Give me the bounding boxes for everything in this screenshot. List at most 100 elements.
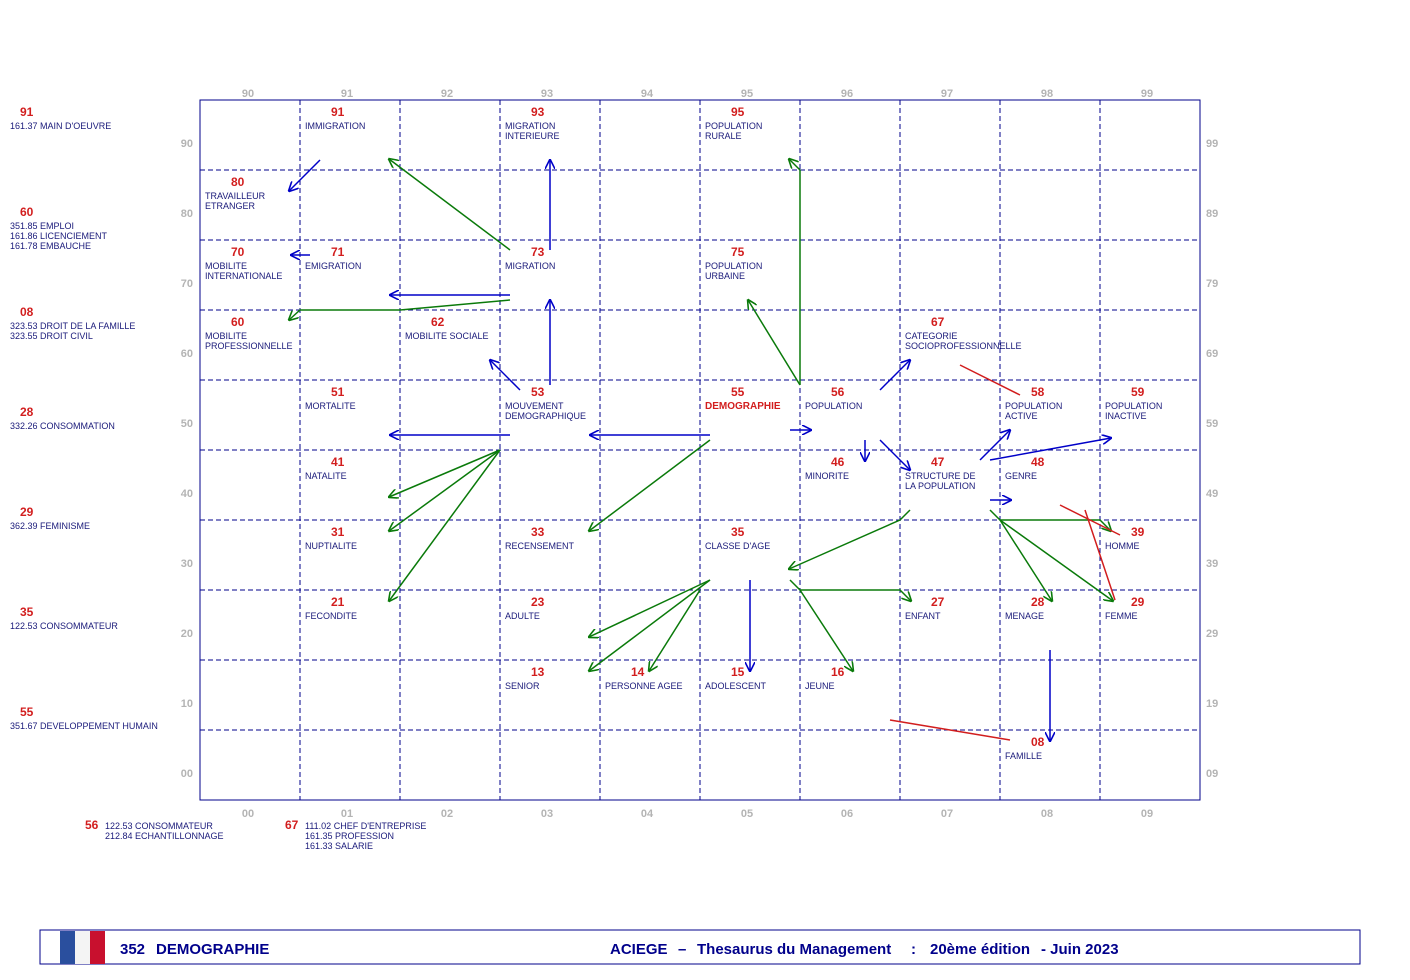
term-label: ETRANGER (205, 201, 256, 211)
red-lines (889, 364, 1121, 741)
term-number: 39 (1131, 525, 1145, 539)
footer-code: 352 (120, 941, 145, 958)
term-label: FAMILLE (1005, 751, 1042, 761)
arrow-structure-to-classe (789, 509, 911, 569)
term-number: 46 (831, 455, 845, 469)
scale-bottom-label: 00 (242, 808, 254, 820)
term-label: TRAVAILLEUR (205, 191, 266, 201)
term-label: CLASSE D'AGE (705, 541, 770, 551)
scale-right-label: 09 (1206, 768, 1218, 780)
scale-bottom-label: 01 (341, 808, 353, 820)
term-number: 28 (1031, 595, 1045, 609)
top-scale: 90 91 92 93 94 95 96 97 98 99 (242, 88, 1153, 100)
arrow-mouvement-to-diag (490, 360, 521, 391)
scale-left-label: 40 (181, 488, 193, 500)
term-label: MENAGE (1005, 611, 1044, 621)
term-label: EMIGRATION (305, 261, 361, 271)
footer-work: Thesaurus du Management (697, 941, 891, 958)
term-number: 51 (331, 385, 345, 399)
footer-dash: – (678, 941, 686, 958)
side-ref-line: 323.53 DROIT DE LA FAMILLE (10, 321, 135, 331)
term-label: SOCIOPROFESSIONNELLE (905, 341, 1022, 351)
scale-top-label: 90 (242, 88, 254, 100)
term-label: PROFESSIONNELLE (205, 341, 293, 351)
term-number: 31 (331, 525, 345, 539)
related-line-famille (889, 719, 1011, 741)
term-number: 95 (731, 105, 745, 119)
bottom-ref-67: 67 111.02 CHEF D'ENTREPRISE 161.35 PROFE… (285, 818, 426, 851)
term-label: INTERNATIONALE (205, 271, 282, 281)
bottom-ref-line: 122.53 CONSOMMATEUR (105, 821, 213, 831)
main-term-label: DEMOGRAPHIE (705, 401, 781, 412)
arrow-structure-to-femme (999, 519, 1113, 601)
bottom-ref-number: 67 (285, 818, 299, 832)
arrow-classe-to-enfant (789, 579, 911, 601)
term-label: DEMOGRAPHIQUE (505, 411, 586, 421)
scale-bottom-label: 03 (541, 808, 553, 820)
side-ref-line: 332.26 CONSOMMATION (10, 421, 115, 431)
term-number: 60 (231, 315, 245, 329)
arrow-mouvement-to-natalite (389, 449, 501, 497)
scale-right-label: 49 (1206, 488, 1218, 500)
arrow-population-to-rurale (789, 159, 801, 385)
scale-bottom-label: 09 (1141, 808, 1153, 820)
side-ref-number: 35 (20, 605, 34, 619)
term-number: 53 (531, 385, 545, 399)
arrow-population-to-urbaine (748, 300, 801, 386)
side-ref-number: 29 (20, 505, 34, 519)
term-number: 33 (531, 525, 545, 539)
scale-top-label: 95 (741, 88, 753, 100)
term-number: 08 (1031, 735, 1045, 749)
term-label: MIGRATION (505, 261, 555, 271)
arrow-structure-to-inactive (989, 438, 1111, 461)
bottom-references: 56 122.53 CONSOMMATEUR 212.84 ECHANTILLO… (85, 818, 426, 851)
related-line-categorie-active (959, 364, 1021, 396)
term-label: POPULATION (705, 261, 762, 271)
term-number: 13 (531, 665, 545, 679)
side-ref-35: 35 122.53 CONSOMMATEUR (10, 605, 118, 631)
term-label: ENFANT (905, 611, 941, 621)
scale-bottom-label: 06 (841, 808, 853, 820)
scale-top-label: 97 (941, 88, 953, 100)
scale-top-label: 91 (341, 88, 353, 100)
scale-left-label: 90 (181, 138, 193, 150)
scale-right-label: 79 (1206, 278, 1218, 290)
footer-date: - Juin 2023 (1041, 941, 1119, 958)
side-ref-60: 60 351.85 EMPLOI 161.86 LICENCIEMENT 161… (10, 205, 108, 251)
scale-right-label: 89 (1206, 208, 1218, 220)
arrow-population-to-categorie (879, 360, 910, 391)
left-scale: 90 80 70 60 50 40 30 20 10 00 (181, 138, 193, 780)
side-ref-line: 351.67 DEVELOPPEMENT HUMAIN (10, 721, 158, 731)
side-ref-line: 161.37 MAIN D'OEUVRE (10, 121, 111, 131)
arrow-migration-to-91 (389, 159, 511, 251)
term-label: PERSONNE AGEE (605, 681, 683, 691)
side-ref-line: 122.53 CONSOMMATEUR (10, 621, 118, 631)
scale-top-label: 93 (541, 88, 553, 100)
bottom-ref-56: 56 122.53 CONSOMMATEUR 212.84 ECHANTILLO… (85, 818, 224, 841)
related-line-femme (1084, 509, 1116, 601)
term-number: 70 (231, 245, 245, 259)
arrow-immigration-to-travailleur (289, 159, 321, 191)
side-ref-line: 161.86 LICENCIEMENT (10, 231, 108, 241)
term-label: RECENSEMENT (505, 541, 575, 551)
blue-arrows (289, 160, 1111, 741)
bottom-ref-number: 56 (85, 818, 99, 832)
scale-right-label: 99 (1206, 138, 1218, 150)
term-label: MORTALITE (305, 401, 356, 411)
green-arrows (289, 159, 1113, 671)
scale-bottom-label: 08 (1041, 808, 1053, 820)
term-label: CATEGORIE (905, 331, 957, 341)
